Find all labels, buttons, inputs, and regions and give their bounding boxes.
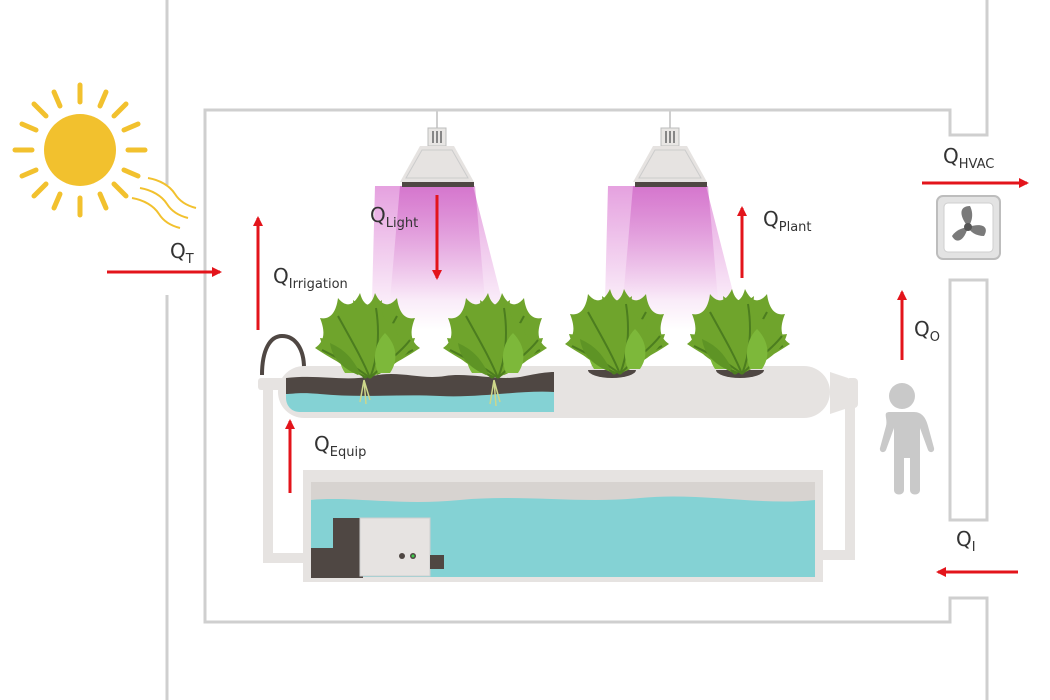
person-icon: [879, 383, 935, 495]
q-irrigation-label: QIrrigation: [273, 264, 348, 292]
irrigation-pipes: [263, 380, 855, 563]
q-equip-label: QEquip: [314, 432, 366, 460]
heat-waves-icon: [131, 177, 197, 229]
q-light-label: QLight: [370, 203, 418, 231]
q-t-label: QT: [170, 239, 194, 267]
door: [948, 278, 989, 522]
plant-roots: [359, 379, 501, 407]
water-pump-icon: [311, 517, 444, 578]
building-walls: [165, 0, 989, 700]
fan-icon: [936, 195, 1001, 260]
q-o-label: QO: [914, 317, 940, 345]
irrigation-hose: [260, 333, 306, 376]
sun-icon: [12, 82, 197, 229]
q-i-label: QI: [956, 527, 976, 555]
q-plant-label: QPlant: [763, 207, 812, 235]
q-hvac-label: QHVAC: [943, 144, 994, 172]
grow-light-icon: [605, 110, 735, 330]
heat-flow-arrows: [107, 178, 1029, 577]
